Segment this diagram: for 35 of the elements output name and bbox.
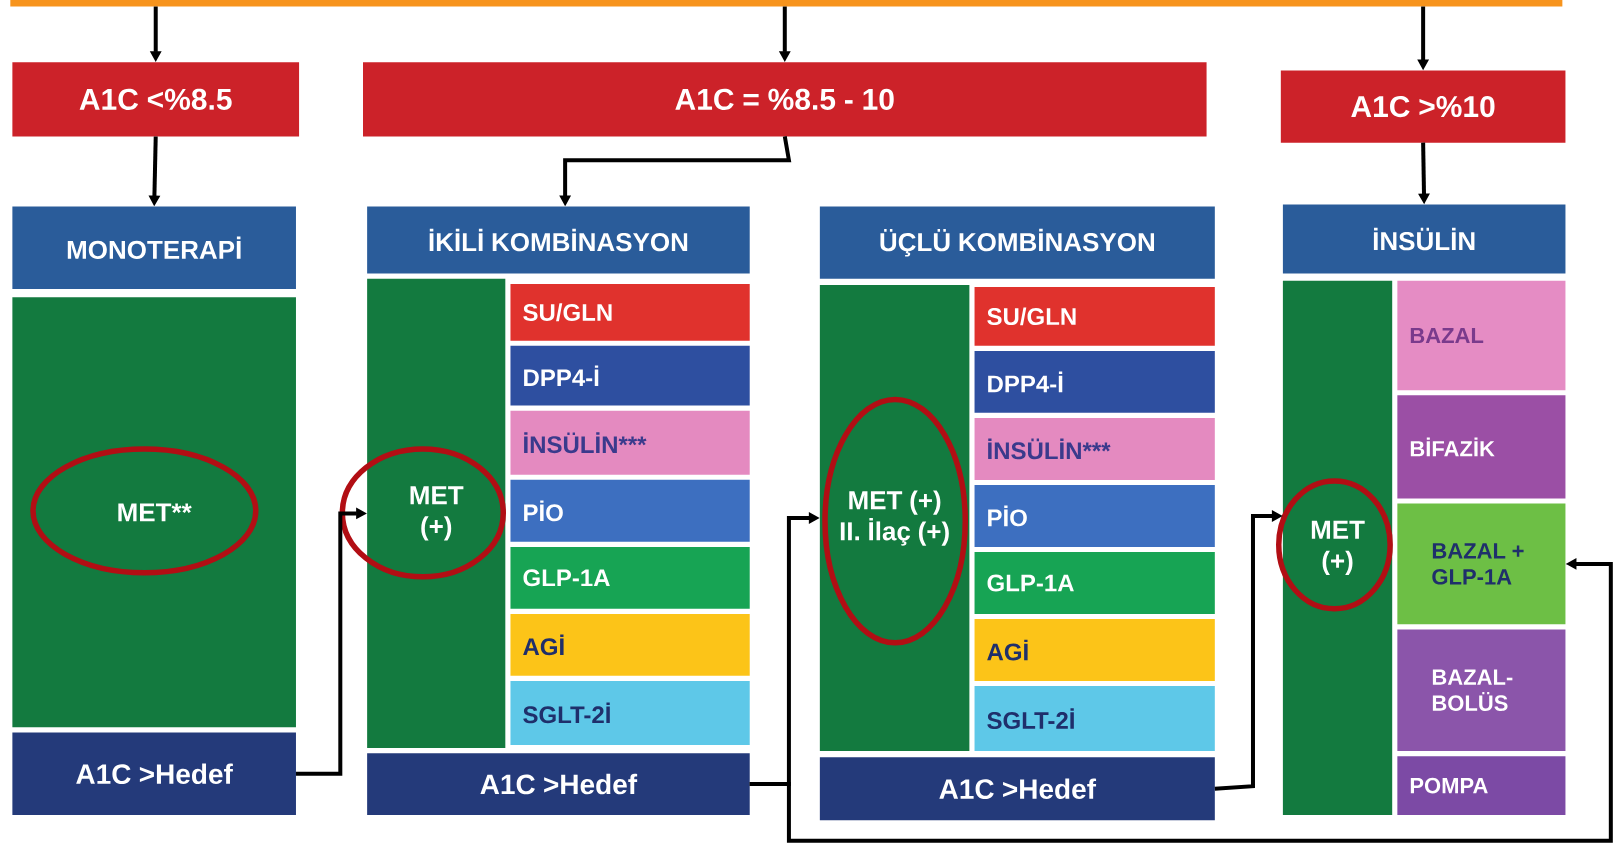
drug-box: SU/GLN	[510, 283, 750, 341]
top-bar	[10, 0, 1563, 7]
drug-box: İNSÜLİN***	[974, 418, 1215, 480]
drug-box: BAZAL	[1397, 280, 1566, 391]
drug-box: SGLT-2İ	[974, 686, 1215, 752]
therapy-box: MET (+)	[367, 278, 506, 748]
therapy-box: MET (+)	[1282, 280, 1393, 816]
drug-box: İNSÜLİN***	[510, 410, 750, 475]
therapy-box: MET**	[12, 297, 296, 728]
condition-box: A1C >%10	[1280, 70, 1566, 143]
drug-box: PİO	[510, 479, 750, 542]
column-header: MONOTERAPİ	[12, 206, 296, 290]
drug-box: PİO	[974, 485, 1215, 547]
column-header: İKİLİ KOMBİNASYON	[367, 206, 750, 274]
drug-box: DPP4-İ	[510, 345, 750, 406]
therapy-box: MET (+) II. İlaç (+)	[819, 284, 970, 752]
drug-box: GLP-1A	[510, 546, 750, 609]
drug-box: AGİ	[510, 613, 750, 676]
column-header: ÜÇLÜ KOMBİNASYON	[819, 206, 1215, 279]
drug-box: DPP4-İ	[974, 350, 1215, 413]
drug-box: BAZAL + GLP-1A	[1397, 503, 1566, 625]
drug-box: BAZAL- BOLÜS	[1397, 629, 1566, 752]
column-header: İNSÜLİN	[1282, 204, 1566, 274]
condition-box: A1C <%8.5	[12, 62, 300, 137]
drug-box: SGLT-2İ	[510, 680, 750, 745]
condition-box: A1C = %8.5 - 10	[363, 62, 1207, 137]
drug-box: POMPA	[1397, 756, 1566, 816]
drug-box: BİFAZİK	[1397, 395, 1566, 499]
arrow	[749, 558, 1613, 843]
drug-box: SU/GLN	[974, 287, 1215, 346]
drug-box: GLP-1A	[974, 552, 1215, 614]
drug-box: AGİ	[974, 619, 1215, 681]
target-box: A1C >Hedef	[367, 753, 750, 816]
target-box: A1C >Hedef	[819, 757, 1215, 821]
target-box: A1C >Hedef	[12, 732, 296, 816]
